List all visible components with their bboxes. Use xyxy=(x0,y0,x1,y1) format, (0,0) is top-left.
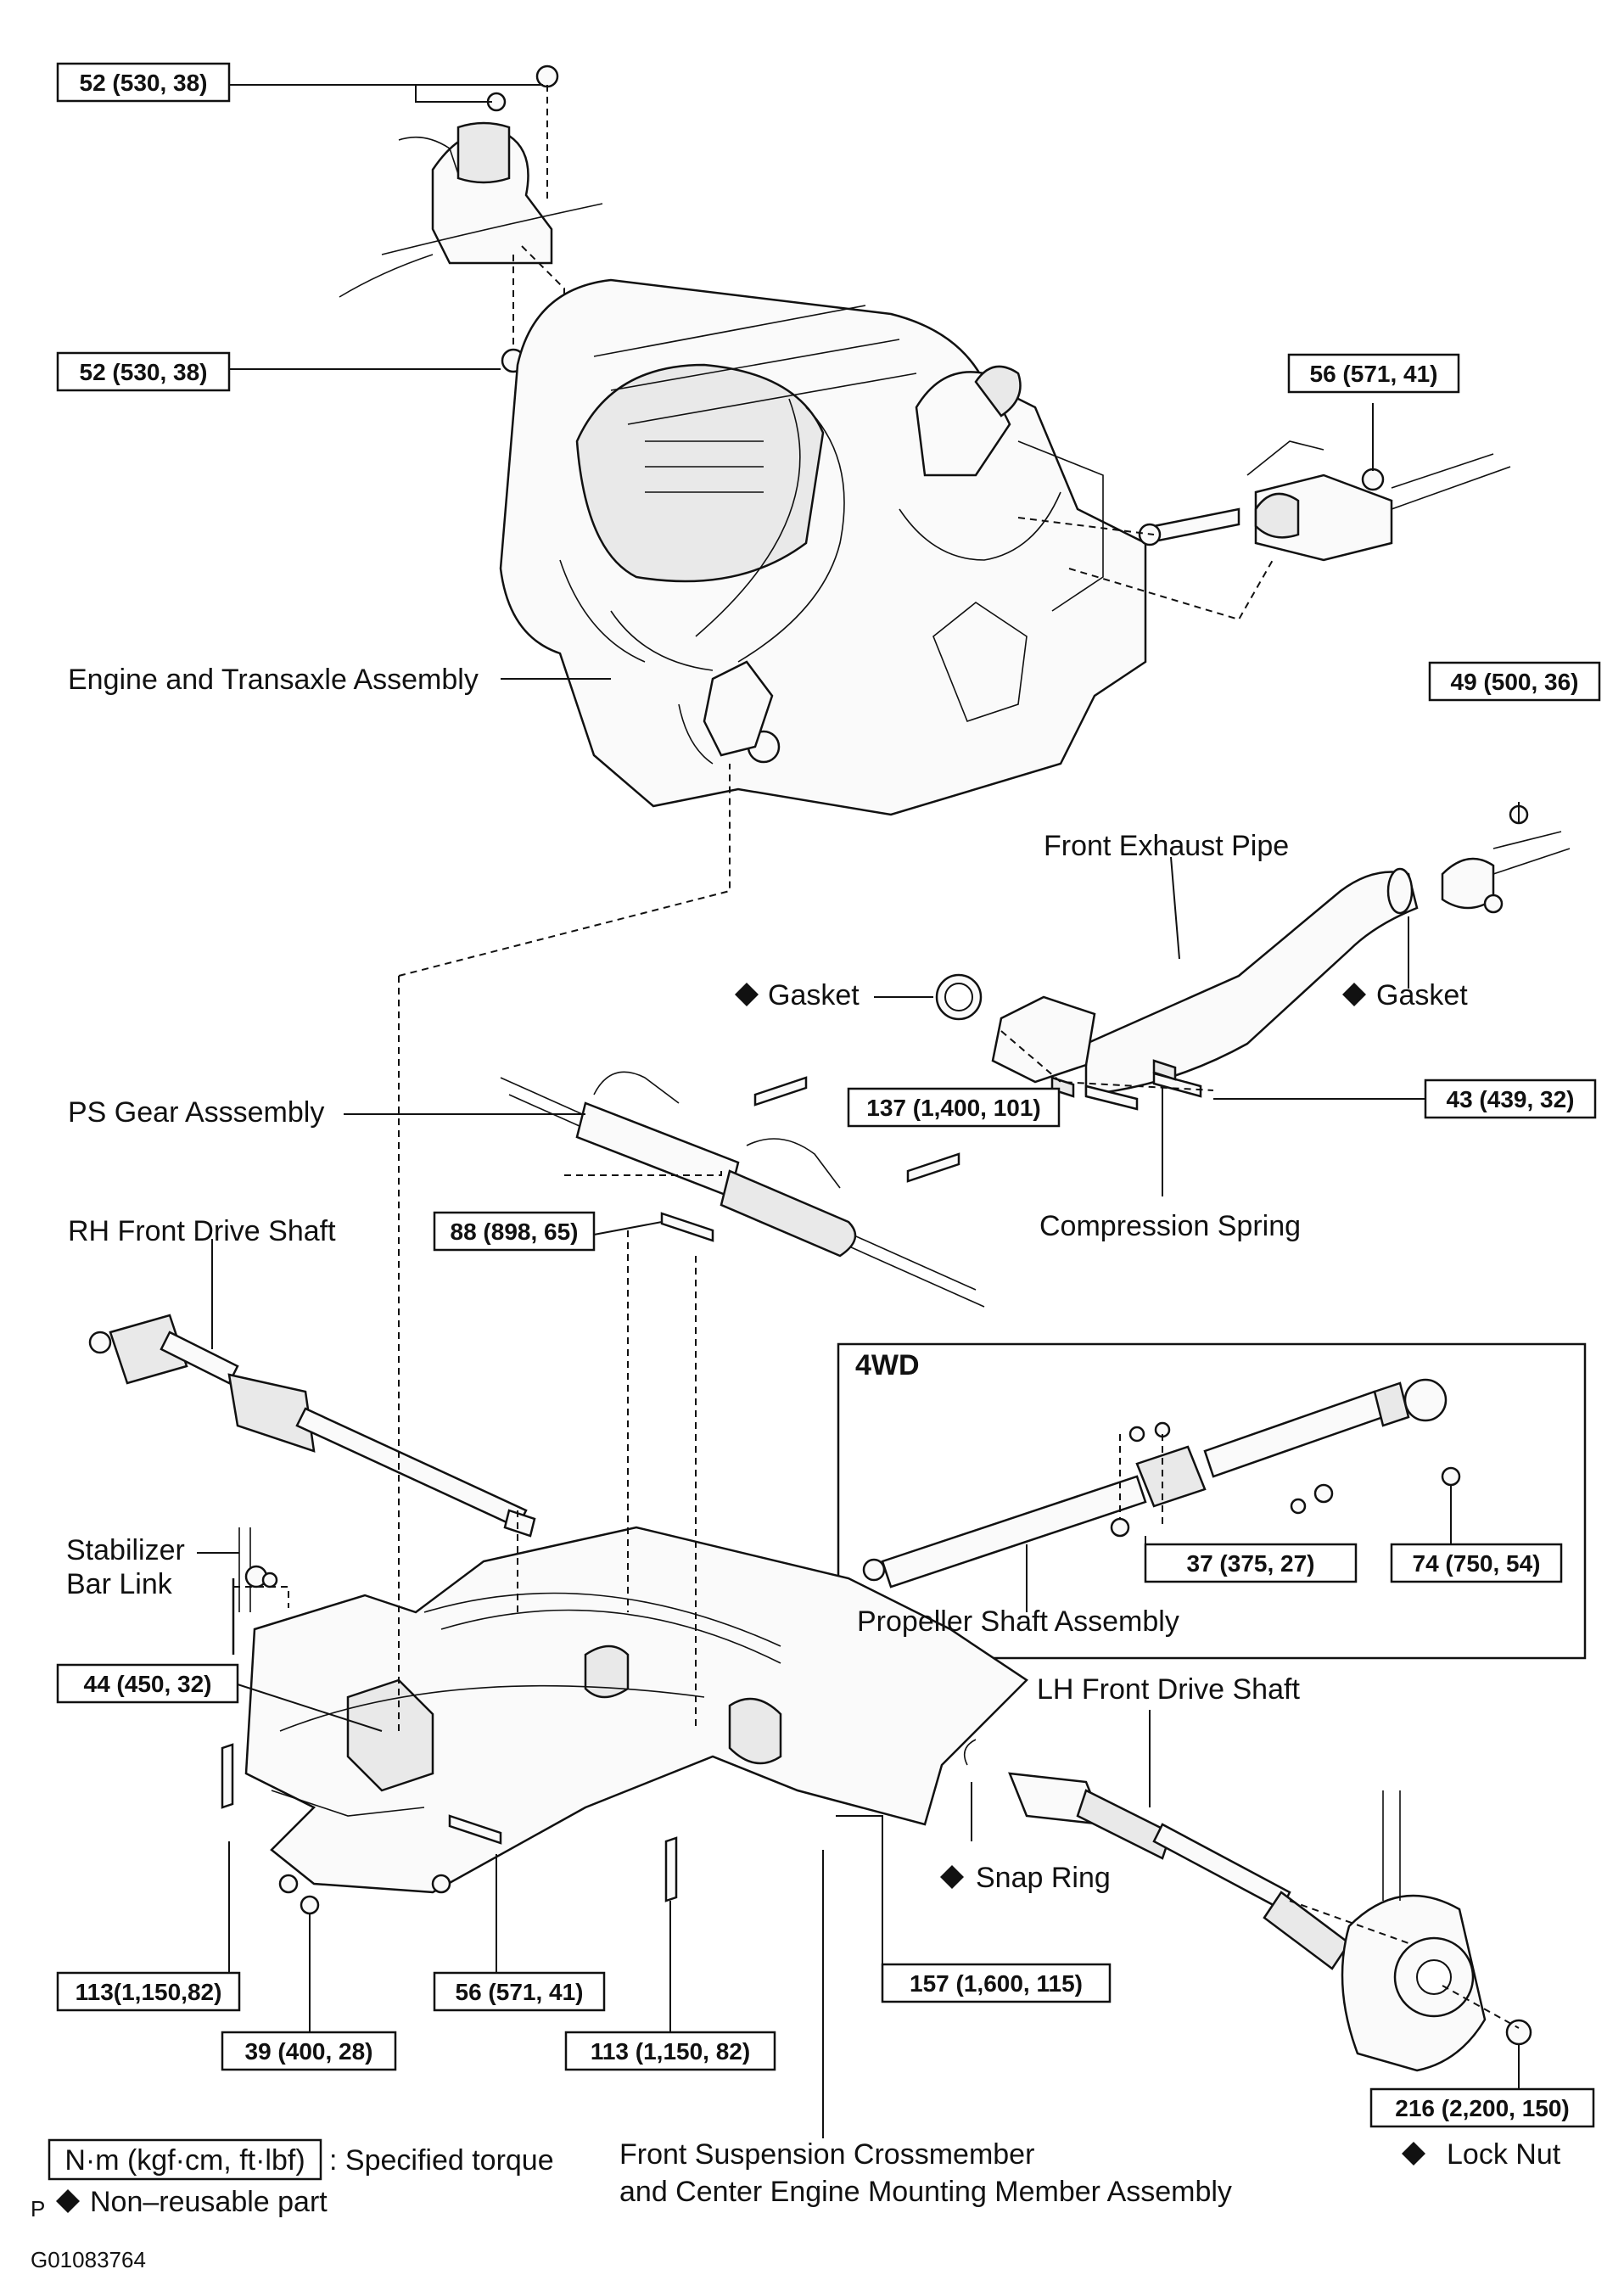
label-4wd: 4WD xyxy=(855,1349,920,1381)
torque-exh-r: 49 (500, 36) xyxy=(1428,661,1601,702)
label-snap-ring: Snap Ring xyxy=(976,1862,1111,1894)
legend-marker: P xyxy=(31,2196,45,2222)
torque-prop1-value: 37 (375, 27) xyxy=(1187,1550,1315,1577)
torque-link-value: 44 (450, 32) xyxy=(84,1671,212,1697)
engine-transaxle-assembly xyxy=(499,278,1147,816)
lh-engine-mount xyxy=(1138,440,1511,562)
label-crossmember-2: and Center Engine Mounting Member Assemb… xyxy=(619,2176,1232,2208)
torque-cm1: 113(1,150,82) xyxy=(56,1971,241,2012)
torque-rmount-value: 56 (571, 41) xyxy=(1310,361,1438,387)
torque-cm3-value: 157 (1,600, 115) xyxy=(910,1970,1083,1997)
steering-knuckle-hub xyxy=(1341,1790,1532,2072)
torque-top2-value: 52 (530, 38) xyxy=(80,359,208,385)
label-gasket-right: Gasket xyxy=(1376,979,1468,1011)
torque-prop2-value: 74 (750, 54) xyxy=(1413,1550,1541,1577)
label-lock-nut: Lock Nut xyxy=(1447,2138,1561,2171)
figure-id: G01083764 xyxy=(31,2247,146,2272)
rh-front-drive-shaft xyxy=(88,1314,536,1538)
torque-cm3: 157 (1,600, 115) xyxy=(881,1963,1112,2003)
torque-link: 44 (450, 32) xyxy=(56,1663,239,1704)
torque-cm5-value: 113 (1,150, 82) xyxy=(591,2038,750,2065)
torque-cm1-value: 113(1,150,82) xyxy=(76,1979,222,2005)
torque-prop1: 37 (375, 27) xyxy=(1144,1543,1358,1583)
torque-rmount: 56 (571, 41) xyxy=(1287,353,1460,394)
torque-cm2-value: 56 (571, 41) xyxy=(456,1979,584,2005)
label-stabilizer: Stabilizer xyxy=(66,1534,185,1566)
torque-exh-bolt: 43 (439, 32) xyxy=(1424,1079,1597,1119)
front-suspension-crossmember xyxy=(221,1526,1028,1915)
torque-top1: 52 (530, 38) xyxy=(56,62,231,103)
legend-unit-box: N·m (kgf·cm, ft·lbf) xyxy=(64,2144,305,2177)
black-diamond-icon xyxy=(940,1865,964,1889)
front-exhaust-pipe xyxy=(935,804,1571,1111)
torque-ps2: 88 (898, 65) xyxy=(433,1211,596,1252)
torque-cm4: 39 (400, 28) xyxy=(221,2031,397,2071)
torque-exh-r-value: 49 (500, 36) xyxy=(1451,669,1579,695)
label-rh-shaft: RH Front Drive Shaft xyxy=(68,1215,336,1247)
ps-gear-assembly xyxy=(500,1071,985,1308)
rh-engine-mount xyxy=(339,64,603,373)
lh-front-drive-shaft xyxy=(963,1739,1351,1970)
black-diamond-icon xyxy=(1402,2142,1425,2166)
4wd-inset-frame xyxy=(837,1342,1587,1660)
torque-cm5: 113 (1,150, 82) xyxy=(564,2031,776,2071)
torque-exh-bolt-value: 43 (439, 32) xyxy=(1447,1086,1575,1112)
black-diamond-icon xyxy=(56,2189,80,2213)
legend-nonreusable: Non–reusable part xyxy=(90,2186,328,2218)
label-propeller-shaft: Propeller Shaft Assembly xyxy=(857,1605,1179,1638)
torque-ps2-value: 88 (898, 65) xyxy=(451,1219,579,1245)
torque-lock: 216 (2,200, 150) xyxy=(1369,2087,1595,2128)
label-compression-spring: Compression Spring xyxy=(1039,1210,1301,1242)
stabilizer-bar-link xyxy=(238,1527,278,1612)
black-diamond-icon xyxy=(735,983,759,1006)
legend: N·m (kgf·cm, ft·lbf) : Specified torque … xyxy=(31,2138,554,2222)
black-diamond-icon xyxy=(1342,983,1366,1006)
torque-ps: 137 (1,400, 101) xyxy=(847,1087,1061,1128)
label-lh-shaft: LH Front Drive Shaft xyxy=(1037,1673,1300,1706)
label-bar-link: Bar Link xyxy=(66,1568,173,1600)
label-gasket-left: Gasket xyxy=(768,979,860,1011)
torque-ps-value: 137 (1,400, 101) xyxy=(866,1095,1041,1121)
legend-unit-text: : Specified torque xyxy=(329,2144,554,2177)
torque-cm2: 56 (571, 41) xyxy=(433,1971,606,2012)
torque-cm4-value: 39 (400, 28) xyxy=(245,2038,373,2065)
torque-top1-value: 52 (530, 38) xyxy=(80,70,208,96)
label-exhaust: Front Exhaust Pipe xyxy=(1044,830,1289,862)
label-ps-gear: PS Gear Asssembly xyxy=(68,1096,324,1129)
propeller-shaft-assembly xyxy=(862,1378,1461,1588)
torque-top2: 52 (530, 38) xyxy=(56,351,231,392)
torque-prop2: 74 (750, 54) xyxy=(1390,1543,1563,1583)
label-crossmember-1: Front Suspension Crossmember xyxy=(619,2138,1034,2171)
label-engine: Engine and Transaxle Assembly xyxy=(68,664,479,696)
torque-lock-value: 216 (2,200, 150) xyxy=(1395,2095,1570,2121)
